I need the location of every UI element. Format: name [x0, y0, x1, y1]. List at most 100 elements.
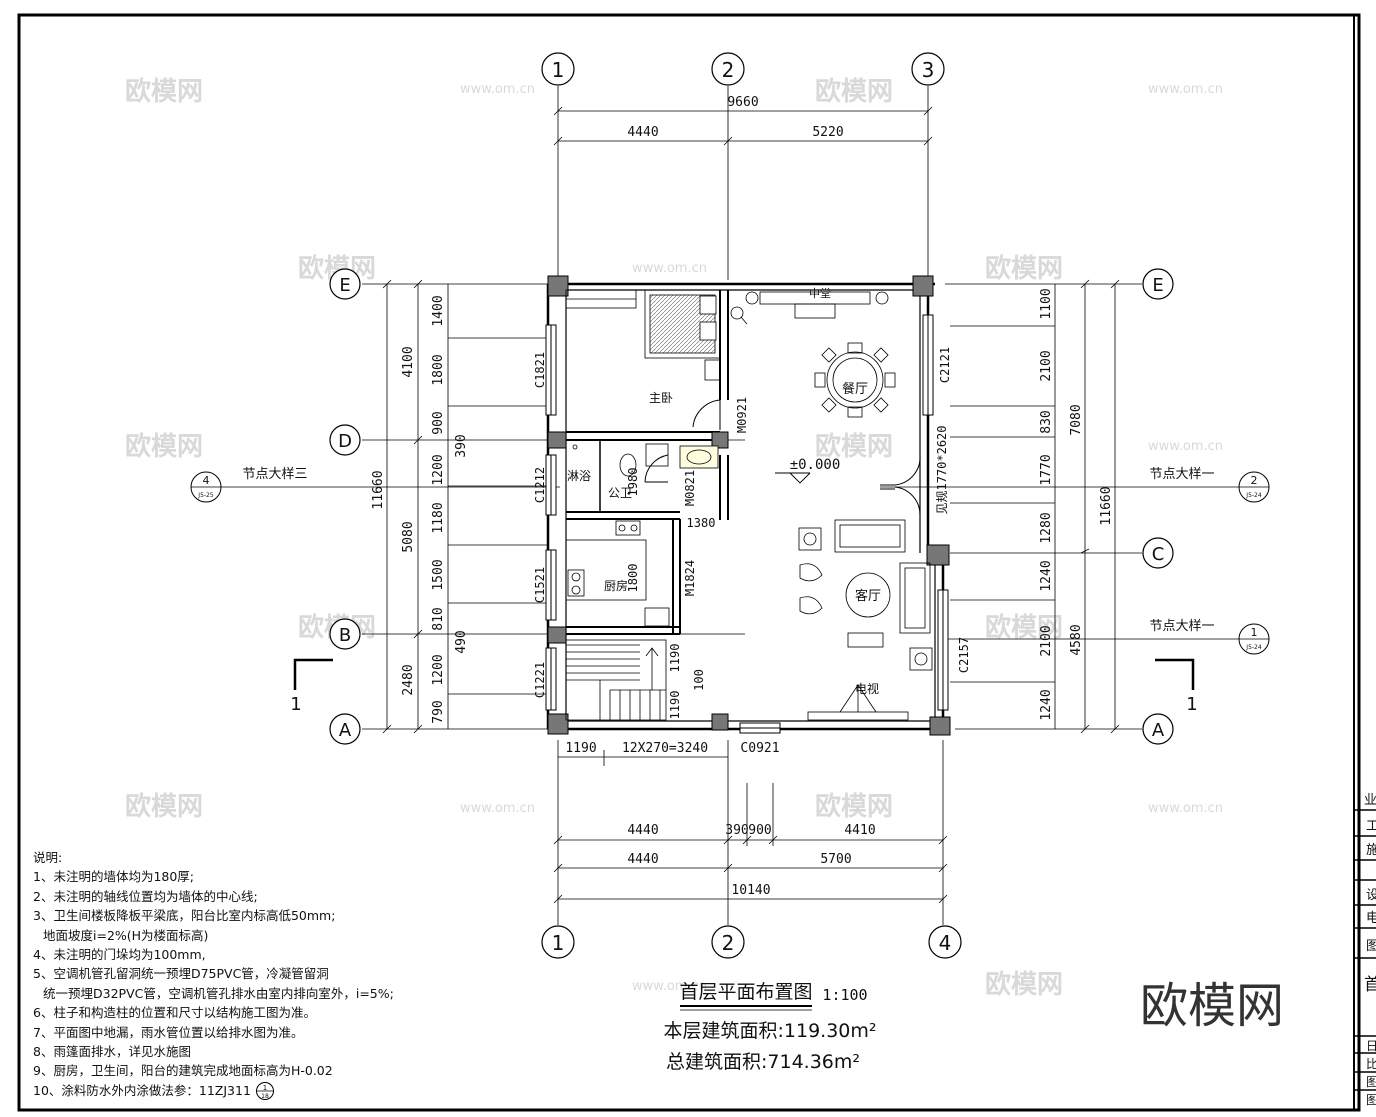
watermark-urls: www.om.cn www.om.cn www.om.cn www.om.cn … — [460, 82, 1223, 994]
axis-bubbles-bottom: 1 2 4 — [541, 925, 962, 959]
dim-right-1240b: 1240 — [1039, 689, 1054, 720]
title-block-cell: 图 — [1366, 939, 1376, 954]
dim-right-4580: 4580 — [1069, 624, 1084, 655]
title-block-cell: 比 — [1366, 1057, 1376, 1071]
axis-bubble-3-top: 3 — [911, 52, 945, 86]
note-item: 10、涂料防水外内涂做法参：11ZJ311 — [33, 1082, 251, 1098]
bathroom-fixtures — [572, 443, 719, 477]
section-label-right: 1 — [1186, 694, 1197, 715]
watermark: 欧模网 — [985, 612, 1063, 643]
node-label-right-1: 节点大样一 — [1149, 619, 1214, 634]
door-label-1380: 1380 — [687, 516, 716, 530]
hall-altar — [730, 291, 889, 325]
door-label-M0821: M0821 — [683, 470, 697, 506]
axis-bubble-2-top: 2 — [711, 52, 745, 86]
note-item: 2、未注明的轴线位置均为墙体的中心线; — [33, 888, 258, 904]
dim-left-4100: 4100 — [401, 346, 416, 377]
svg-text:2: 2 — [722, 58, 735, 82]
dim-bottom-stair: 12X270=3240 — [622, 741, 708, 756]
bed — [565, 289, 721, 381]
window-label-C1212: C1212 — [533, 467, 547, 503]
axis-bubble-E-left: E — [329, 268, 361, 300]
dim-left-490: 490 — [454, 630, 469, 653]
dim-left-390: 390 — [454, 434, 469, 457]
area-floor: 本层建筑面积:119.30m² — [663, 1020, 876, 1042]
dim-left-1400: 1400 — [431, 295, 446, 326]
svg-text:A: A — [339, 720, 352, 741]
room-label-kitchen: 厨房 — [604, 578, 628, 593]
axis-bubbles-right: E C A — [1142, 268, 1174, 745]
watermark: 欧模网 — [815, 791, 893, 822]
axis-bubble-2-bottom: 2 — [711, 925, 745, 959]
dim-left-total: 11660 — [371, 470, 386, 509]
dim-bottom-4440b: 4440 — [627, 852, 658, 867]
stairs — [565, 639, 667, 721]
svg-text:3: 3 — [922, 58, 935, 82]
watermark-url: www.om.cn — [632, 979, 707, 994]
room-label-master-bedroom: 主卧 — [649, 391, 673, 405]
area-total: 总建筑面积:714.36m² — [666, 1051, 860, 1073]
dim-left-2480: 2480 — [401, 664, 416, 695]
dim-left-790: 790 — [431, 700, 446, 723]
drawing-scale: 1:100 — [822, 986, 867, 1004]
watermark: 欧模网 — [815, 431, 893, 462]
svg-text:2: 2 — [1251, 474, 1258, 487]
dim-bottom-5700: 5700 — [820, 852, 851, 867]
room-label-living: 客厅 — [855, 588, 881, 604]
title-block-cell: 电 — [1366, 911, 1376, 926]
watermark-url: www.om.cn — [1148, 82, 1223, 97]
watermark-url: www.om.cn — [1148, 439, 1223, 454]
windows — [545, 314, 949, 734]
dim-top-seg1: 4440 — [627, 125, 658, 140]
window-label-C1821: C1821 — [533, 352, 547, 388]
note-item: 6、柱子和构造柱的位置和尺寸以结构施工图为准。 — [33, 1005, 316, 1021]
watermark: 欧模网 — [125, 431, 203, 462]
title-block-cell: 首 — [1364, 975, 1376, 995]
svg-text:B: B — [339, 625, 351, 646]
window-label-C1221: C1221 — [533, 662, 547, 698]
note-ref-symbol: 1 18 — [255, 1082, 274, 1101]
dim-left-1180: 1180 — [431, 502, 446, 533]
window-label-C0921: C0921 — [740, 741, 779, 756]
door-label-M0921: M0921 — [735, 397, 749, 433]
axis-bubble-C-right: C — [1142, 537, 1174, 569]
node-label-left: 节点大样三 — [242, 467, 307, 482]
svg-text:1: 1 — [552, 58, 565, 82]
sheet-border — [17, 13, 1361, 1112]
axis-bubbles-top: 1 2 3 — [541, 52, 945, 86]
axis-bubble-1-bottom: 1 — [541, 925, 575, 959]
svg-text:4: 4 — [203, 474, 210, 487]
watermarks: 欧模网 欧模网 欧模网 欧模网 欧模网 欧模网 欧模网 欧模网 欧模网 欧模网 … — [125, 76, 1063, 1000]
title-block-cell: 图 — [1366, 1093, 1376, 1107]
dim-top-total: 9660 — [727, 95, 758, 110]
room-label-dining: 餐厅 — [842, 381, 868, 397]
room-label-bath: 淋浴 — [567, 469, 591, 483]
dim-top-seg2: 5220 — [812, 125, 843, 140]
brand-logo: 欧模网 — [1140, 978, 1284, 1034]
dim-right-1280: 1280 — [1039, 512, 1054, 543]
axis-bubble-D-left: D — [329, 424, 361, 456]
door-label-1800: 1800 — [626, 564, 640, 593]
dim-right-830: 830 — [1039, 410, 1054, 433]
watermark-url: www.om.cn — [632, 261, 707, 276]
svg-text:1: 1 — [1251, 626, 1258, 639]
section-label-left: 1 — [290, 694, 301, 715]
watermark-url: www.om.cn — [460, 801, 535, 816]
watermark: 欧模网 — [985, 253, 1063, 284]
dim-bottom-4410: 4410 — [844, 823, 875, 838]
dim-right-1240a: 1240 — [1039, 560, 1054, 591]
node-marker-right-2: 2 J5-24 — [1238, 471, 1270, 503]
elevation-mark — [775, 472, 811, 484]
axis-bubbles-left: E D B A — [329, 268, 361, 745]
note-item: 8、雨篷面排水，详见水施图 — [33, 1044, 191, 1060]
title-block — [1354, 809, 1376, 1091]
node-label-right-2: 节点大样一 — [1149, 467, 1214, 482]
door-label-right: 见规1770*2620 — [934, 425, 949, 514]
dim-bottom-total: 10140 — [731, 883, 770, 898]
title-block-cell: 日 — [1366, 1039, 1376, 1053]
stair-label-1190a: 1190 — [668, 644, 682, 673]
node-marker-left: 4 J5-25 — [190, 471, 222, 503]
title-block-cell: 工 — [1366, 819, 1376, 834]
window-label-C2121: C2121 — [938, 347, 952, 383]
